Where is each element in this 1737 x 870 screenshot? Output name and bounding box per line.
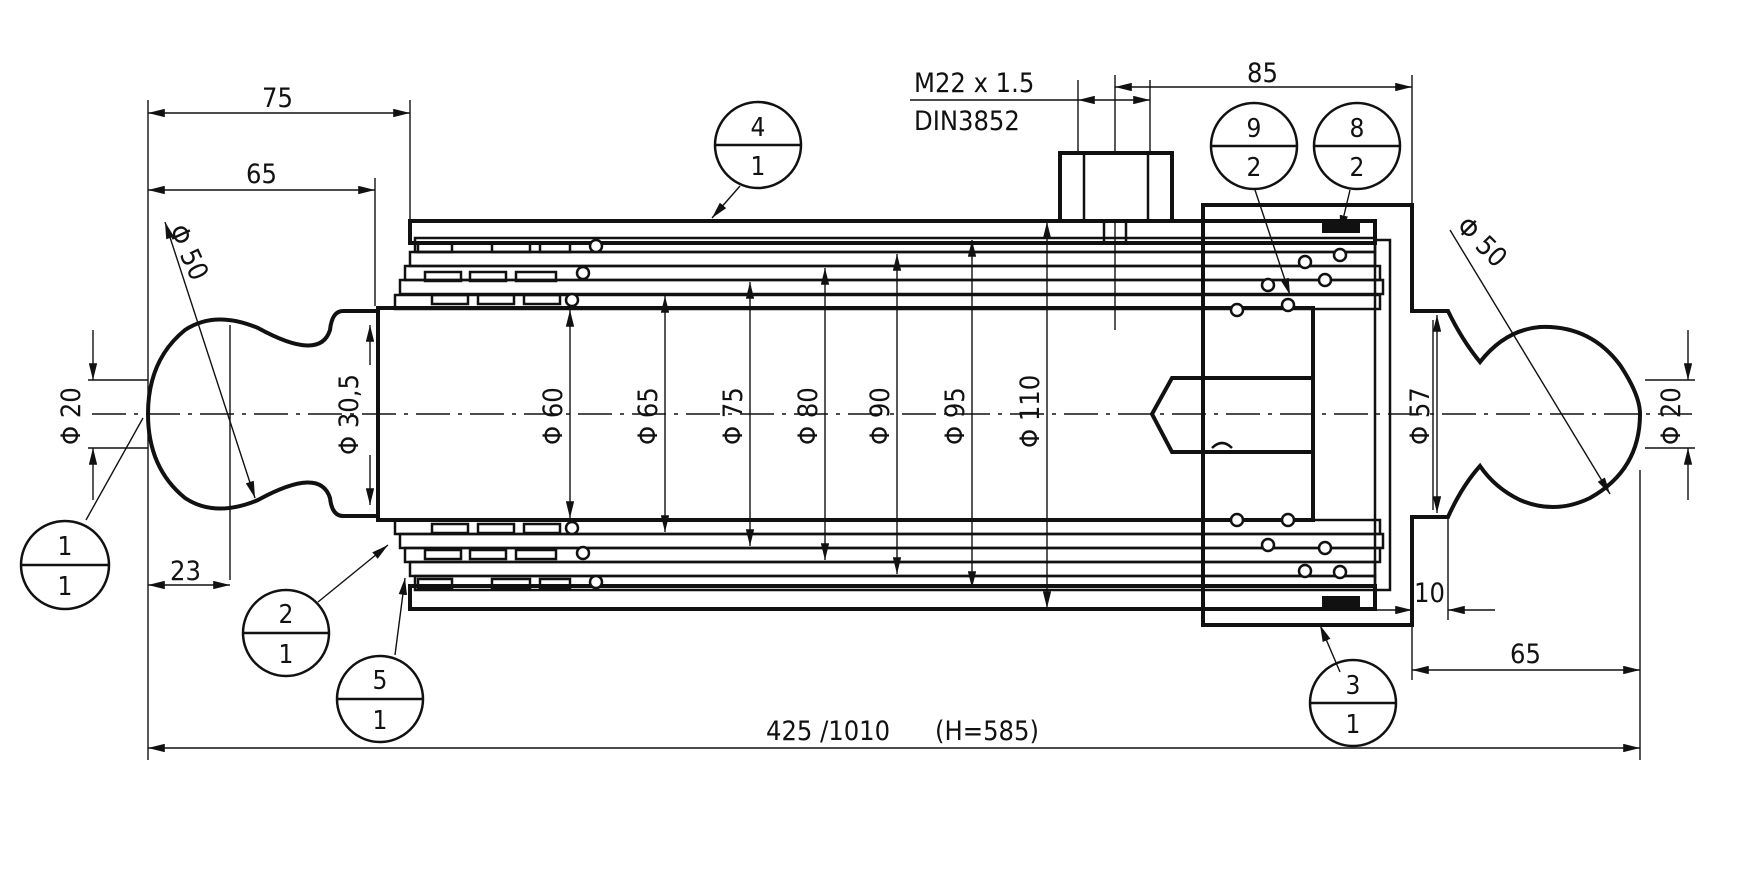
- svg-text:8: 8: [1350, 114, 1365, 144]
- svg-text:1: 1: [58, 572, 73, 602]
- balloon-4: 4 1: [713, 100, 803, 190]
- dim-overall: 425 /1010: [766, 716, 890, 747]
- balloon-3: 3 1: [1308, 658, 1398, 748]
- svg-text:2: 2: [279, 600, 294, 630]
- balloon-1: 1 1: [19, 519, 111, 611]
- dim-85: 85: [1247, 58, 1278, 89]
- dim-10: 10: [1414, 578, 1445, 609]
- dim-75: 75: [262, 83, 293, 114]
- dim-23: 23: [170, 556, 201, 587]
- dia-pin-left: Φ 20: [56, 387, 87, 445]
- balloon-8: 8 2: [1312, 101, 1402, 191]
- balloon-2: 2 1: [241, 588, 331, 678]
- dia-60: Φ 60: [538, 387, 569, 445]
- thread-spec: M22 x 1.5: [914, 68, 1034, 99]
- thread-standard: DIN3852: [914, 106, 1020, 137]
- dimension-labels: 75 65 85 23 10 65 425 /1010 (H=585) M22 …: [56, 58, 1687, 747]
- port-boss: [1058, 151, 1174, 330]
- svg-text:1: 1: [279, 640, 294, 670]
- dia-90: Φ 90: [865, 387, 896, 445]
- seal-blocks: [416, 241, 572, 590]
- svg-text:9: 9: [1247, 114, 1262, 144]
- dia-75: Φ 75: [718, 387, 749, 445]
- dia-neck: Φ 30,5: [334, 374, 365, 455]
- dimension-lines: [88, 75, 1695, 760]
- svg-text:2: 2: [1350, 153, 1365, 183]
- dim-65-left: 65: [246, 159, 277, 190]
- dia-65: Φ 65: [633, 387, 664, 445]
- dia-ball-right: Φ 50: [1450, 211, 1513, 274]
- balloon-callouts: 1 1 2 1 5 1 4 1 9 2: [19, 100, 1402, 748]
- svg-text:3: 3: [1346, 671, 1361, 701]
- dia-ball-left: Φ 50: [162, 220, 214, 285]
- balloon-5: 5 1: [335, 654, 425, 744]
- telescopic-stages-top: [393, 236, 1385, 311]
- dia-pin-right: Φ 20: [1656, 387, 1687, 445]
- svg-text:1: 1: [58, 532, 73, 562]
- svg-text:5: 5: [373, 666, 388, 696]
- svg-text:1: 1: [751, 152, 766, 182]
- svg-text:1: 1: [1346, 710, 1361, 740]
- balloon-9: 9 2: [1209, 101, 1299, 191]
- dia-110: Φ 110: [1015, 375, 1046, 448]
- o-rings: [564, 238, 1348, 590]
- dim-65-right: 65: [1510, 639, 1541, 670]
- dia-57: Φ 57: [1405, 387, 1436, 445]
- dim-height-note: (H=585): [935, 716, 1039, 747]
- dia-80: Φ 80: [793, 387, 824, 445]
- svg-text:4: 4: [751, 113, 766, 143]
- svg-text:1: 1: [373, 706, 388, 736]
- dia-95: Φ 95: [940, 387, 971, 445]
- svg-text:2: 2: [1247, 153, 1262, 183]
